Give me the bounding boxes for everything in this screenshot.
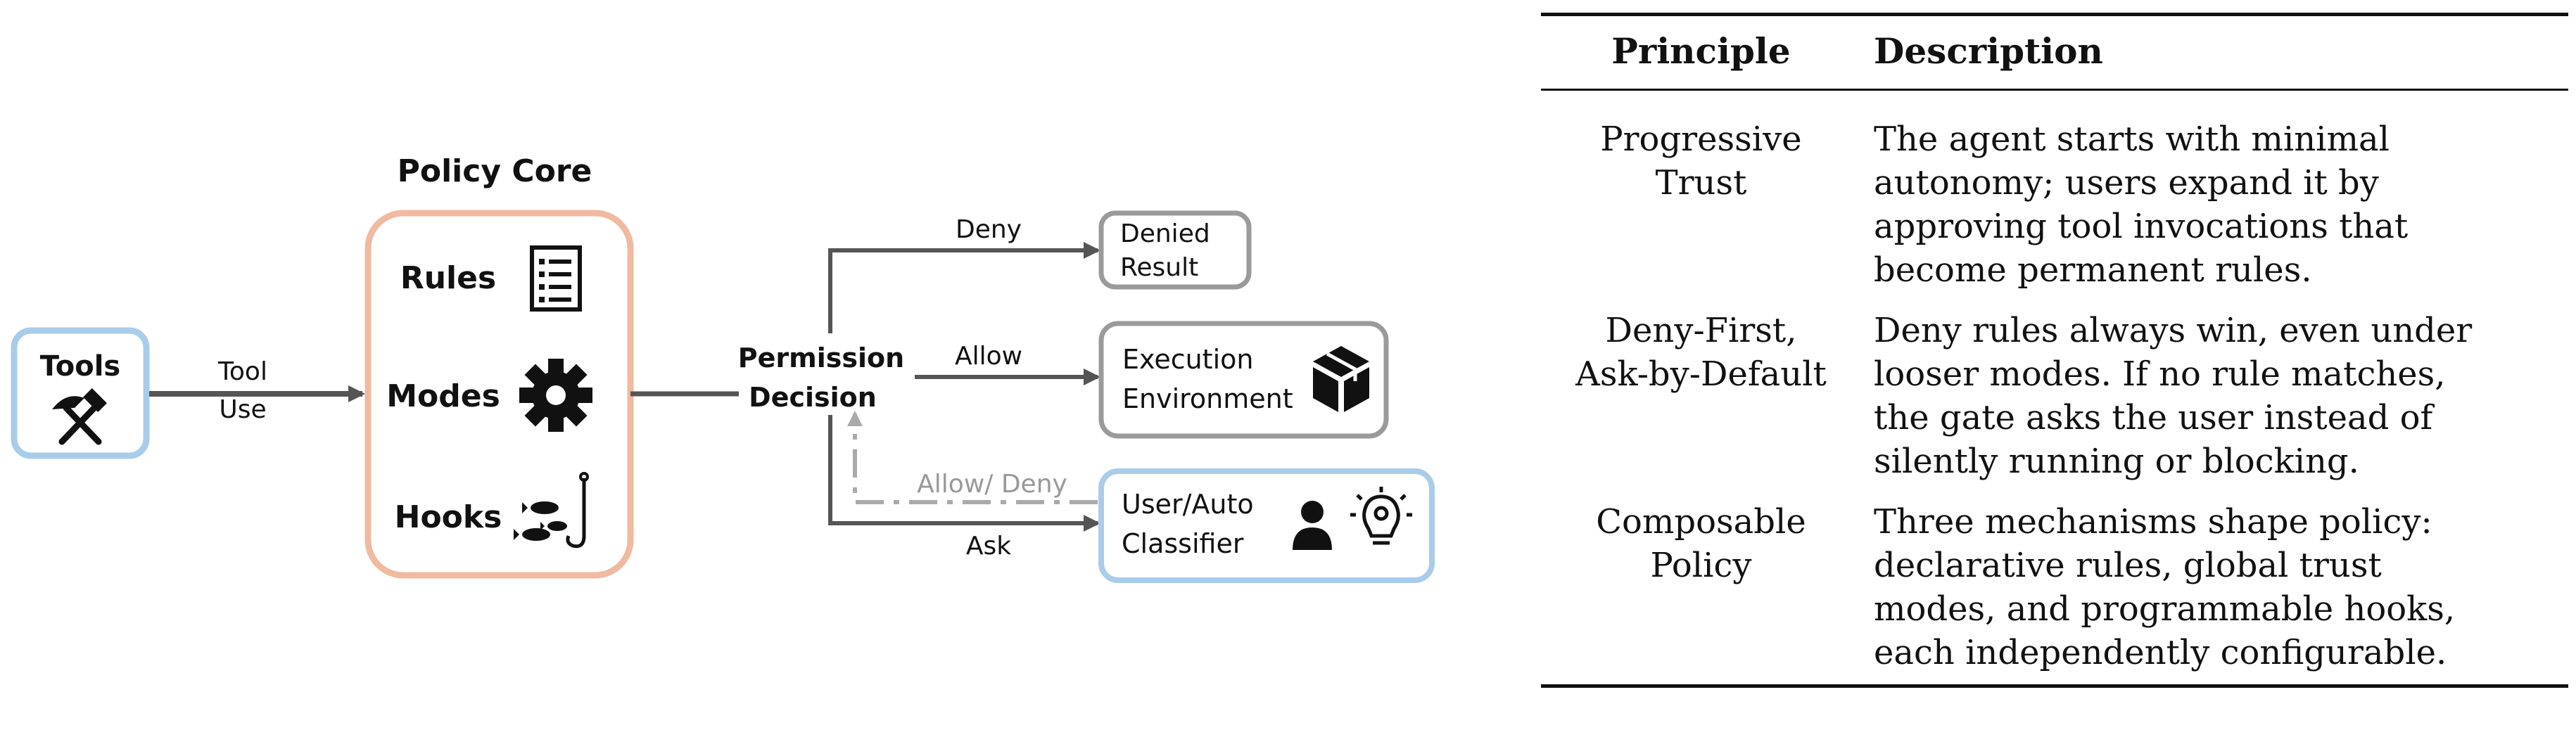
ask-arrow: [828, 415, 1100, 532]
principle-cell: Composable Policy: [1596, 502, 1806, 585]
lightbulb-icon: [1350, 487, 1412, 545]
table-header-row: Principle Description: [1541, 16, 2568, 89]
allow-label: Allow: [955, 342, 1022, 371]
classifier-line1: User/Auto: [1122, 489, 1254, 520]
description-cell: The agent starts with minimal autonomy; …: [1874, 120, 2409, 290]
allow-deny-feedback-arrow: [847, 411, 1098, 504]
principles-table: Principle Description Progressive Trust …: [1541, 13, 2568, 688]
gear-icon: [519, 359, 592, 432]
tools-box: Tools: [11, 327, 150, 459]
table-top-rule: [1541, 13, 2568, 16]
principle-cell: Deny-First, Ask-by-Default: [1575, 311, 1827, 394]
permission-decision-line2: Decision: [749, 382, 877, 413]
denied-result-line2: Result: [1120, 253, 1198, 282]
permission-decision-line1: Permission: [738, 342, 904, 373]
classifier-box: User/Auto Classifier: [1098, 468, 1435, 583]
tools-label: Tools: [40, 350, 120, 383]
table-header-rule: [1541, 89, 2568, 91]
policy-core-box: Policy Core Rules Modes Hooks: [364, 153, 634, 579]
fish-hook-icon: [514, 472, 589, 549]
description-cell: Three mechanisms shape policy: declarati…: [1874, 502, 2456, 672]
denied-result-line1: Denied: [1120, 219, 1210, 248]
execution-environment-line1: Execution: [1122, 344, 1253, 375]
modes-label: Modes: [386, 378, 500, 414]
table-bottom-rule: [1541, 684, 2568, 688]
policy-core-title: Policy Core: [398, 153, 592, 189]
hooks-label: Hooks: [395, 499, 502, 535]
policy-flow-diagram: Tools Tool Use Policy Core Rules Modes: [11, 153, 1435, 583]
ask-label: Ask: [966, 532, 1011, 561]
header-principle: Principle: [1611, 30, 1791, 72]
tool-use-label-line1: Tool: [217, 357, 267, 386]
hammer-pick-icon: [52, 388, 107, 445]
rules-label: Rules: [400, 260, 496, 296]
deny-label: Deny: [956, 215, 1022, 244]
deny-arrow: [828, 242, 1100, 333]
package-box-icon: [1313, 346, 1369, 412]
principle-cell: Progressive Trust: [1600, 120, 1802, 203]
header-description: Description: [1874, 30, 2103, 72]
table-row: Composable Policy Three mechanisms shape…: [1541, 500, 2568, 674]
table-row: Progressive Trust The agent starts with …: [1541, 117, 2568, 292]
classifier-line2: Classifier: [1122, 528, 1244, 559]
execution-environment-box: Execution Environment: [1098, 321, 1389, 439]
tool-use-label-line2: Use: [219, 395, 266, 424]
description-cell: Deny rules always win, even under looser…: [1874, 311, 2473, 481]
execution-environment-line2: Environment: [1122, 383, 1293, 414]
table-row: Deny-First, Ask-by-Default Deny rules al…: [1541, 309, 2568, 483]
checklist-icon: [530, 245, 582, 312]
allow-deny-feedback-label: Allow/ Deny: [917, 470, 1067, 499]
denied-result-box: Denied Result: [1098, 210, 1252, 290]
person-icon: [1293, 501, 1332, 550]
